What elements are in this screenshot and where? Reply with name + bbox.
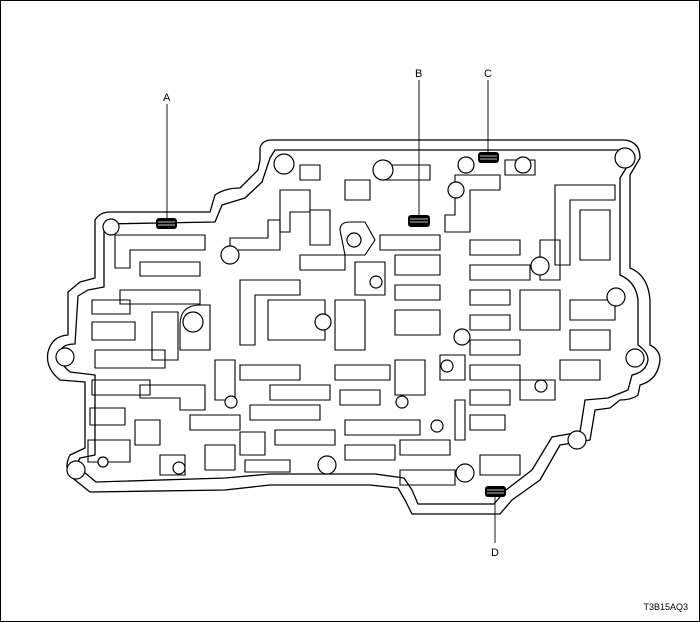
fluid-passages xyxy=(87,159,616,486)
figure-code: T3B15AQ3 xyxy=(643,602,688,612)
callout-label-d: D xyxy=(491,547,499,559)
valve-body-outline xyxy=(46,139,661,515)
callout-label-c: C xyxy=(484,68,492,80)
bolt-holes xyxy=(55,147,645,483)
marker-hatching xyxy=(158,155,504,494)
check-ball-markers xyxy=(156,152,506,497)
callout-label-b: B xyxy=(415,68,422,80)
check-ball-b xyxy=(408,215,430,227)
leader-lines xyxy=(166,80,496,543)
callout-label-a: A xyxy=(163,92,171,104)
check-ball-d xyxy=(485,486,506,497)
check-ball-a xyxy=(156,218,177,229)
check-ball-c xyxy=(478,152,499,163)
